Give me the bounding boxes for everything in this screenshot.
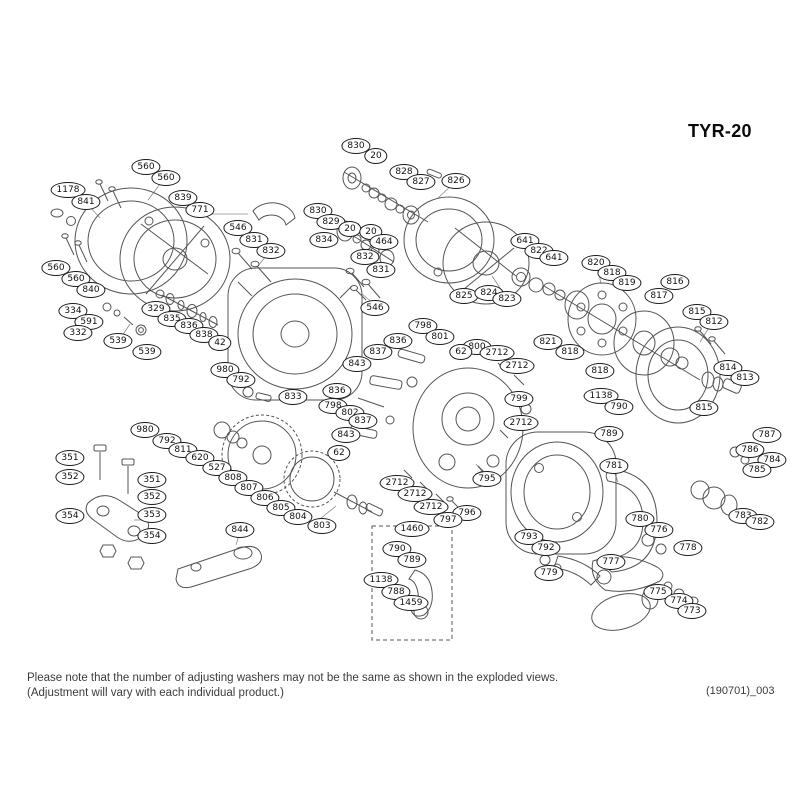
part-callout-1178: 1178	[50, 182, 86, 198]
part-callout-776: 776	[644, 522, 674, 538]
part-callout-813: 813	[730, 370, 760, 386]
part-callout-782: 782	[745, 514, 775, 530]
part-callout-834: 834	[309, 232, 339, 248]
part-callout-2712: 2712	[503, 415, 539, 431]
part-callout-20: 20	[364, 148, 388, 164]
spool-shaft-parts	[161, 293, 219, 328]
footer-note-line2: (Adjustment will vary with each individu…	[27, 687, 284, 700]
part-callout-844: 844	[225, 522, 255, 538]
part-callout-773: 773	[677, 603, 707, 619]
part-callout-819: 819	[612, 275, 642, 291]
part-callout-830: 830	[341, 138, 371, 154]
document-code: (190701)_003	[706, 685, 775, 697]
part-callout-801: 801	[425, 329, 455, 345]
part-callout-833: 833	[278, 389, 308, 405]
part-callout-351: 351	[137, 472, 167, 488]
right-side-plate	[403, 196, 544, 305]
part-callout-560: 560	[151, 170, 181, 186]
drive-assembly	[403, 362, 532, 512]
part-callout-837: 837	[348, 413, 378, 429]
part-callout-351: 351	[55, 450, 85, 466]
left-screws-and-small-parts	[50, 179, 147, 336]
part-callout-2712: 2712	[499, 358, 535, 374]
part-callout-795: 795	[472, 471, 502, 487]
part-callout-790: 790	[604, 399, 634, 415]
footer-note: Please note that the number of adjusting…	[27, 671, 558, 701]
part-callout-42: 42	[208, 335, 232, 351]
part-callout-546: 546	[223, 220, 253, 236]
part-callout-560: 560	[131, 159, 161, 175]
part-callout-843: 843	[331, 427, 361, 443]
part-callout-839: 839	[168, 190, 198, 206]
part-callout-832: 832	[350, 249, 380, 265]
part-callout-2712: 2712	[413, 499, 449, 515]
part-callout-831: 831	[366, 262, 396, 278]
part-callout-832: 832	[256, 243, 286, 259]
part-callout-980: 980	[130, 422, 160, 438]
part-callout-1460: 1460	[394, 521, 430, 537]
part-callout-779: 779	[534, 565, 564, 581]
part-callout-821: 821	[533, 334, 563, 350]
part-callout-2712: 2712	[479, 345, 515, 361]
part-callout-826: 826	[441, 173, 471, 189]
part-callout-560: 560	[41, 260, 71, 276]
part-callout-62: 62	[449, 344, 473, 360]
part-callout-2712: 2712	[397, 486, 433, 502]
part-callout-827: 827	[406, 174, 436, 190]
part-callout-818: 818	[585, 363, 615, 379]
part-callout-837: 837	[363, 344, 393, 360]
part-callout-787: 787	[752, 427, 782, 443]
part-callout-332: 332	[63, 325, 93, 341]
part-callout-799: 799	[504, 391, 534, 407]
part-callout-780: 780	[625, 511, 655, 527]
footer-note-line1: Please note that the number of adjusting…	[27, 672, 559, 684]
part-callout-840: 840	[76, 282, 106, 298]
part-callout-20: 20	[338, 221, 362, 237]
top-bracket-and-screws	[231, 202, 296, 283]
part-callout-792: 792	[226, 372, 256, 388]
part-callout-775: 775	[643, 584, 673, 600]
part-callout-1459: 1459	[393, 595, 429, 611]
part-callout-843: 843	[342, 356, 372, 372]
part-callout-823: 823	[492, 291, 522, 307]
part-callout-789: 789	[397, 552, 427, 568]
part-callout-785: 785	[742, 462, 772, 478]
part-callout-353: 353	[137, 507, 167, 523]
part-callout-778: 778	[673, 540, 703, 556]
part-callout-641: 641	[539, 250, 569, 266]
part-callout-777: 777	[596, 554, 626, 570]
model-title: TYR-20	[688, 121, 752, 141]
part-callout-804: 804	[283, 509, 313, 525]
part-callout-786: 786	[735, 442, 765, 458]
part-callout-781: 781	[599, 458, 629, 474]
part-callout-352: 352	[55, 469, 85, 485]
part-callout-546: 546	[360, 300, 390, 316]
part-callout-352: 352	[137, 489, 167, 505]
part-callout-539: 539	[132, 344, 162, 360]
part-callout-818: 818	[555, 344, 585, 360]
part-callout-539: 539	[103, 333, 133, 349]
part-callout-816: 816	[660, 274, 690, 290]
part-callout-817: 817	[644, 288, 674, 304]
part-callout-789: 789	[594, 426, 624, 442]
part-callout-803: 803	[307, 518, 337, 534]
part-callout-812: 812	[699, 314, 729, 330]
part-callout-354: 354	[137, 528, 167, 544]
part-callout-771: 771	[185, 202, 215, 218]
part-callout-62: 62	[327, 445, 351, 461]
part-callout-836: 836	[322, 383, 352, 399]
part-callout-815: 815	[689, 400, 719, 416]
part-callout-841: 841	[71, 194, 101, 210]
harness-lug-plate	[175, 546, 262, 589]
part-callout-836: 836	[383, 333, 413, 349]
part-callout-792: 792	[531, 540, 561, 556]
part-callout-464: 464	[369, 234, 399, 250]
part-callout-797: 797	[433, 512, 463, 528]
part-callout-354: 354	[55, 508, 85, 524]
